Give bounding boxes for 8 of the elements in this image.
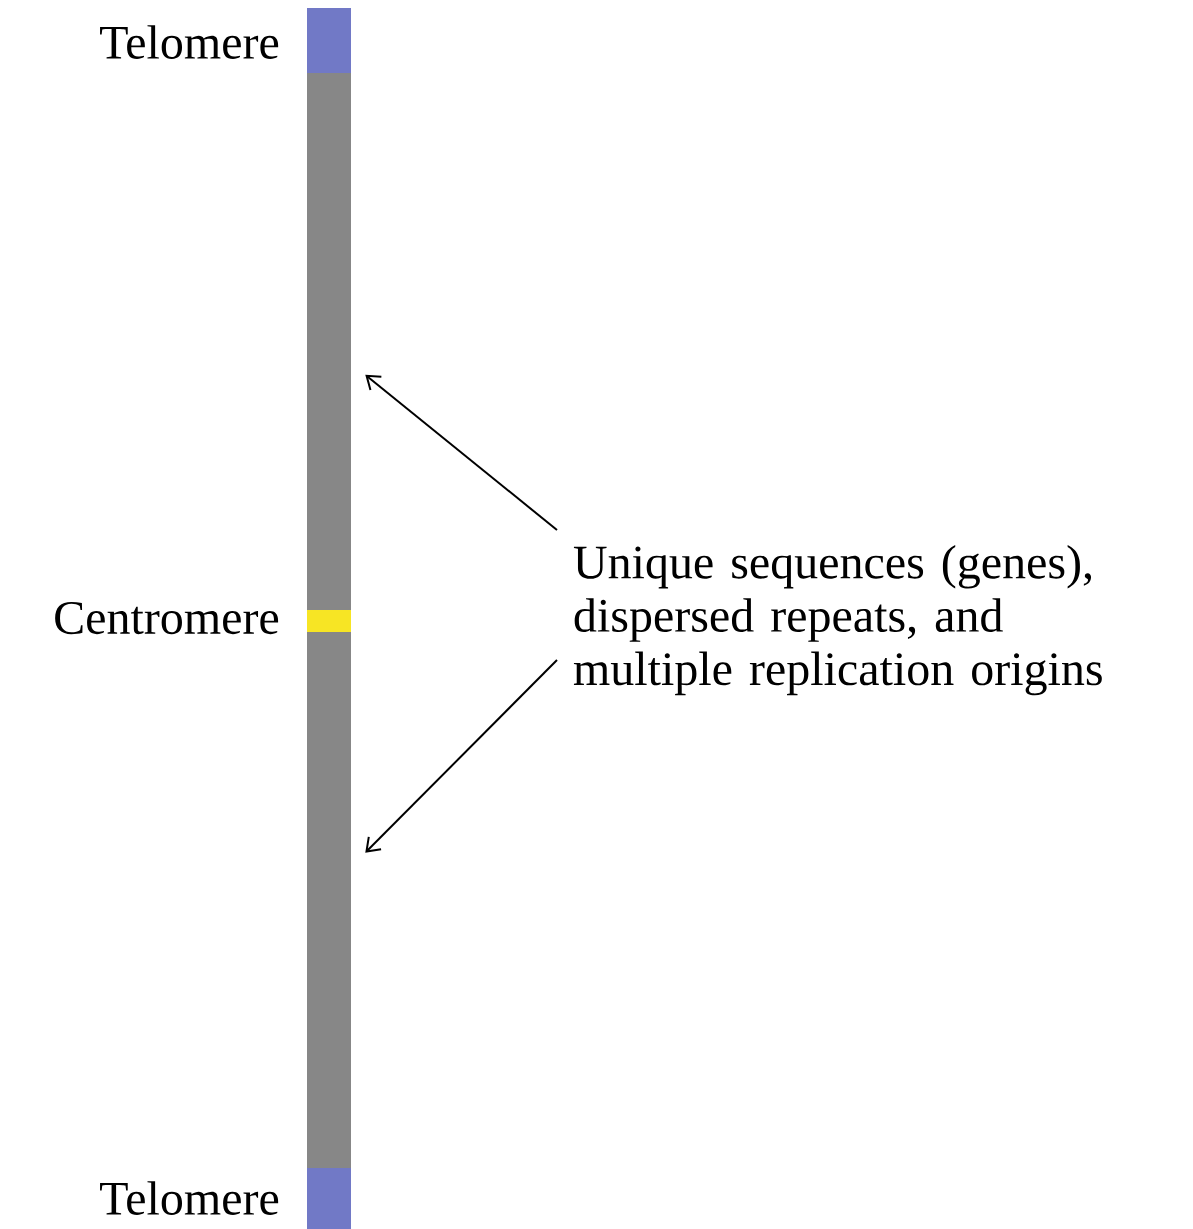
arrow <box>365 659 558 853</box>
segment-label: Telomere <box>100 1181 279 1215</box>
segment-label: Centromere <box>55 601 279 635</box>
arrow <box>365 374 558 531</box>
chromosome-arm <box>307 632 351 1168</box>
segment-label: Telomere <box>100 25 279 59</box>
annotation-text: Unique sequences (genes), dispersed repeats, and multiple replication origins <box>573 544 1102 696</box>
chromosome-arm <box>307 73 351 610</box>
